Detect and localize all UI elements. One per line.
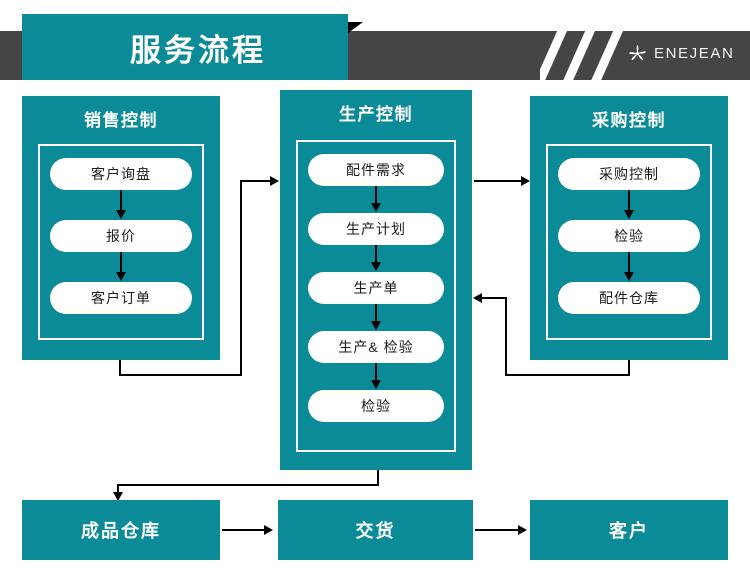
arrow-down-icon xyxy=(113,492,123,501)
arrow-down-icon xyxy=(116,210,126,219)
slash-icon xyxy=(559,31,598,80)
connector-sales-1-2 xyxy=(120,252,122,273)
step-sales-2[interactable]: 客户订单 xyxy=(50,282,192,314)
connector-return-to-production-h xyxy=(482,297,506,299)
connector-production-to-purchasing xyxy=(474,180,528,182)
connector-delivery-to-customer xyxy=(475,529,521,531)
banner-fold-corner xyxy=(348,22,363,33)
step-production-0[interactable]: 配件需求 xyxy=(308,154,444,186)
header-title-banner: 服务流程 xyxy=(22,14,348,80)
connector-production-0-1 xyxy=(375,186,377,204)
panel-title-sales: 销售控制 xyxy=(84,110,158,130)
bottom-box-finished-goods[interactable]: 成品仓库 xyxy=(22,500,220,560)
panel-title-production: 生产控制 xyxy=(339,104,413,124)
arrow-down-icon xyxy=(624,210,634,219)
panel-sales-control[interactable]: 销售控制 客户询盘 报价 客户订单 xyxy=(22,96,220,360)
step-production-4[interactable]: 检验 xyxy=(308,390,444,422)
step-production-2[interactable]: 生产单 xyxy=(308,272,444,304)
step-production-3[interactable]: 生产& 检验 xyxy=(308,331,444,363)
arrow-down-icon xyxy=(624,272,634,281)
connector-production-3-4 xyxy=(375,363,377,381)
connector-sales-0-1 xyxy=(120,190,122,211)
connector-sales-out-h xyxy=(119,374,242,376)
arrow-down-icon xyxy=(371,262,381,271)
step-sales-1[interactable]: 报价 xyxy=(50,220,192,252)
connector-purchasing-0-1 xyxy=(628,190,630,211)
connector-production-1-2 xyxy=(375,245,377,263)
page-title: 服务流程 xyxy=(130,32,266,68)
panel-production-control[interactable]: 生产控制 配件需求 生产计划 生产单 生产& 检验 检验 xyxy=(280,90,472,470)
connector-production-bottom-v xyxy=(377,470,379,486)
panel-frame-sales xyxy=(38,144,204,340)
connector-sales-to-production-v xyxy=(240,180,242,376)
arrow-down-icon xyxy=(116,272,126,281)
slash-icon xyxy=(587,31,626,80)
arrow-right-icon xyxy=(518,525,527,535)
connector-purchasing-out-v xyxy=(628,360,630,376)
arrow-down-icon xyxy=(371,321,381,330)
connector-purchasing-return-v xyxy=(505,297,507,375)
step-production-1[interactable]: 生产计划 xyxy=(308,213,444,245)
step-purchasing-2[interactable]: 配件仓库 xyxy=(558,282,700,314)
bottom-box-delivery[interactable]: 交货 xyxy=(278,500,473,560)
connector-warehouse-in-v xyxy=(117,484,119,494)
step-purchasing-1[interactable]: 检验 xyxy=(558,220,700,252)
brand-logo: ENEJEAN xyxy=(628,44,734,63)
arrow-right-icon xyxy=(521,176,530,186)
panel-frame-purchasing xyxy=(546,144,712,340)
connector-production-2-3 xyxy=(375,304,377,322)
pinwheel-flower-icon xyxy=(628,44,647,61)
panel-title-purchasing: 采购控制 xyxy=(592,110,666,130)
step-sales-0[interactable]: 客户询盘 xyxy=(50,158,192,190)
arrow-left-icon xyxy=(473,293,482,303)
step-purchasing-0[interactable]: 采购控制 xyxy=(558,158,700,190)
connector-purchasing-1-2 xyxy=(628,252,630,273)
arrow-down-icon xyxy=(371,380,381,389)
brand-name: ENEJEAN xyxy=(654,45,735,62)
arrow-down-icon xyxy=(371,203,381,212)
connector-production-to-warehouse-h xyxy=(117,484,379,486)
bottom-box-customer[interactable]: 客户 xyxy=(530,500,728,560)
connector-sales-out-v xyxy=(119,360,121,376)
connector-purchasing-return-h xyxy=(505,374,630,376)
connector-sales-to-production-h xyxy=(240,180,272,182)
connector-warehouse-to-delivery xyxy=(222,529,268,531)
arrow-right-icon xyxy=(270,176,279,186)
panel-frame-production xyxy=(296,140,456,452)
arrow-right-icon xyxy=(264,525,273,535)
slash-icon xyxy=(540,31,570,80)
panel-purchasing-control[interactable]: 采购控制 采购控制 检验 配件仓库 xyxy=(530,96,728,360)
